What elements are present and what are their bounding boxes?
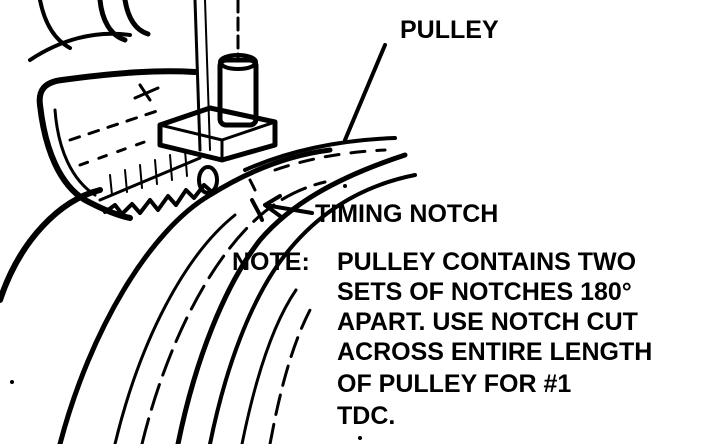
speck [358,436,362,440]
plate-dashes-2 [78,138,152,167]
probe-base-top-edge [158,120,277,142]
probe-lead-wire [193,0,202,152]
pulley-outer-rim [0,187,103,303]
timing-probe [157,0,278,195]
pulley-label: PULLEY [400,16,499,44]
pulley-front-face-arc [57,147,333,444]
cover-upper-curve [28,31,132,62]
pulley-outer-edge-arc [175,152,408,444]
note-text: PULLEY CONTAINS TWO SETS OF NOTCHES 180°… [337,248,652,430]
timing-notch-mark [250,198,264,222]
timing-notch-arrow [263,194,314,218]
print-specks [10,184,362,440]
pulley-groove-dashed [140,180,327,444]
note-line: SETS OF NOTCHES 180° [337,278,632,306]
note-line: PULLEY CONTAINS TWO [337,248,636,276]
pulley-back-edge-arc [208,173,417,444]
cover-bracket-right [122,0,151,37]
speck [10,380,14,384]
pulley-hub-line [248,178,257,192]
pulley-drawing [0,136,417,444]
note-line: APART. USE NOTCH CUT [337,308,638,336]
cover-side-edge [37,102,133,221]
probe-tip [197,165,219,195]
cover-bracket-left [97,0,128,43]
cover-inner-outline [53,108,97,197]
probe-cylinder [217,57,259,128]
pulley-face-inner-arc [113,213,237,444]
note-line: ACROSS ENTIRE LENGTH [337,338,652,366]
note-line: TDC. [337,402,395,430]
probe-lead-wire-2 [204,0,211,151]
note-line: OF PULLEY FOR #1 [337,370,571,398]
probe-base-block [157,105,278,163]
degree-scale-ticks [109,149,188,196]
speck [343,184,347,188]
cover-upper-curve-2 [38,0,72,50]
degree-scale-base [98,156,202,202]
pulley-rear-arc [240,288,298,444]
pulley-leader-line [343,43,387,142]
probe-cylinder-top [218,53,258,71]
pulley-top-dash [273,148,387,172]
plate-dashes [68,108,162,142]
timing-notch-label: TIMING NOTCH [315,200,498,228]
degree-scale-teeth [103,183,214,216]
timing-cover [28,0,214,221]
note-prefix: NOTE: [232,248,310,276]
pulley-rear-dashed [268,308,312,444]
cover-outline [36,68,198,108]
callout-leaders [250,43,387,222]
plate-cross [133,83,160,102]
pulley-top-arc [243,136,397,172]
